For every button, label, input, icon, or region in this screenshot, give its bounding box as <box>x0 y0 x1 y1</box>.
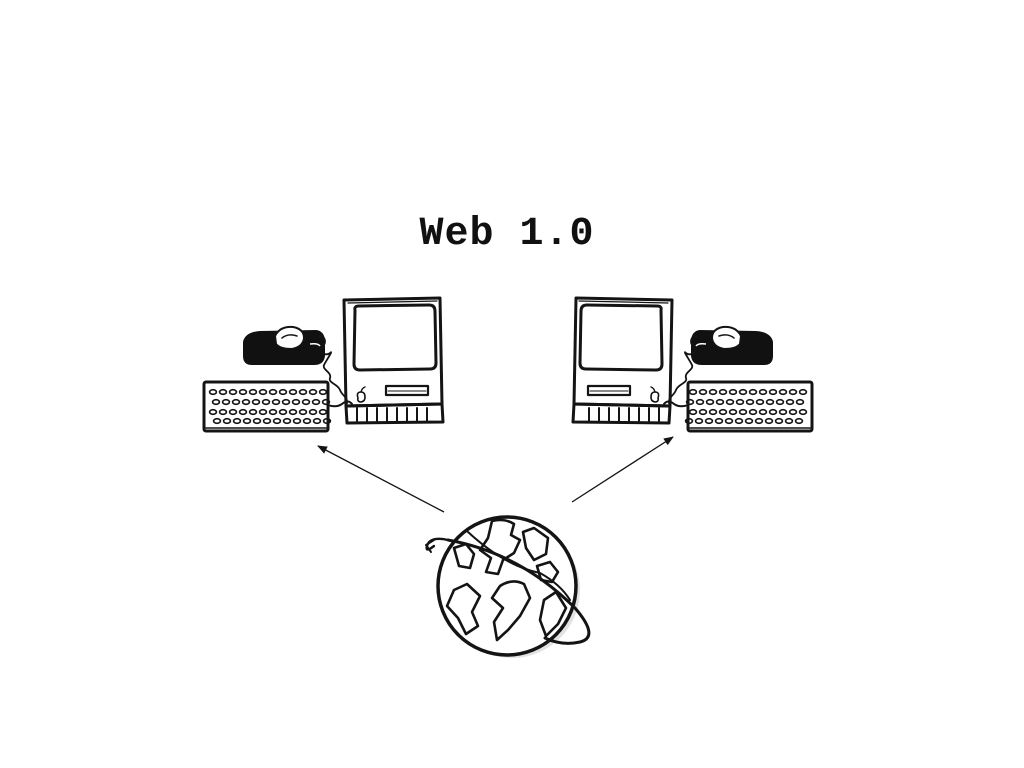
edge-internet-to-computer-left <box>317 445 445 513</box>
internet <box>425 515 591 658</box>
computer-right <box>573 298 812 431</box>
desktop-computer-icon <box>573 298 812 431</box>
diagram-title: Web 1.0 <box>419 212 595 257</box>
edge-internet-to-computer-right <box>571 436 674 503</box>
desktop-computer-icon <box>204 298 443 431</box>
computer-left <box>204 298 443 431</box>
globe-icon <box>425 515 591 658</box>
